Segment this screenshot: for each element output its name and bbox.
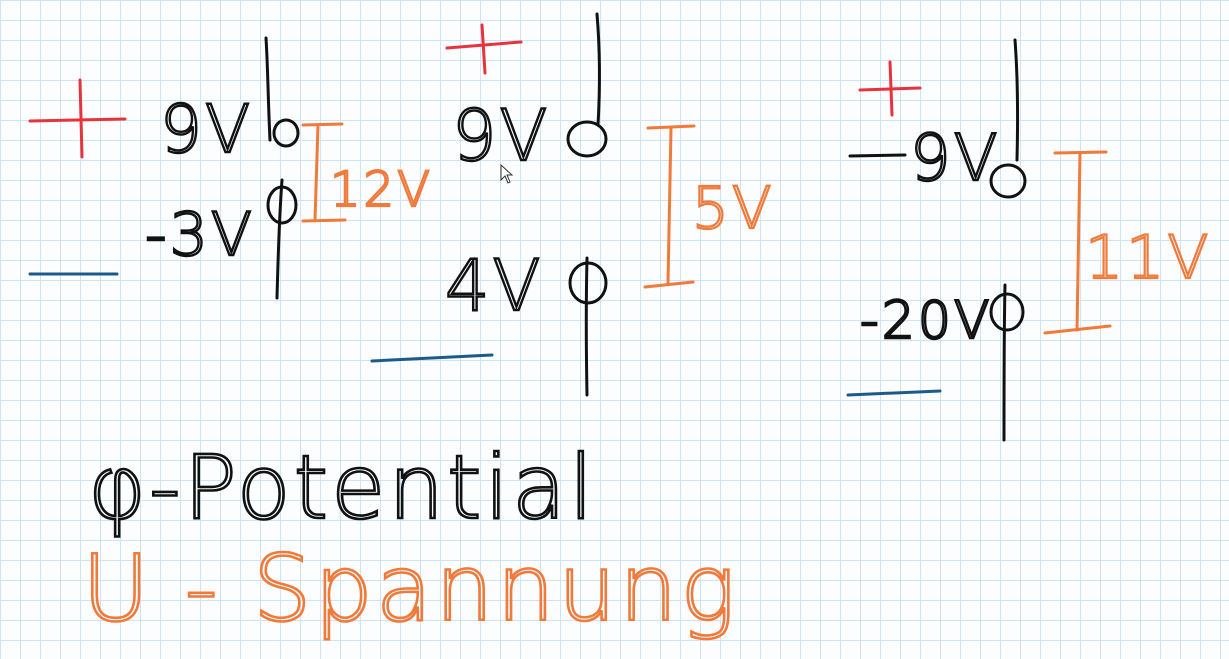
group3-terminal-bottom: [989, 292, 1025, 332]
group2-minus-sign: [370, 353, 494, 363]
group1-terminal-top: [272, 118, 300, 148]
legend-potential: φ-Potential: [88, 436, 596, 539]
group3-top-value: 9V: [910, 122, 1001, 196]
group2-plus-sign: [445, 23, 523, 75]
group1-plus-sign: [28, 78, 127, 159]
group2-terminal-top: [566, 120, 608, 158]
group3-voltage-bracket: [1043, 150, 1112, 335]
group1-voltage-label: 12V: [330, 162, 433, 218]
group3-wire-top: [1013, 38, 1020, 162]
group2-wire-bottom: [584, 256, 589, 397]
mouse-pointer-icon: [500, 164, 514, 184]
group1-top-value: 9V: [160, 91, 253, 168]
group1-wire-top: [264, 36, 272, 142]
group2-voltage-bracket: [643, 124, 696, 289]
legend-spannung: U - Spannung: [82, 535, 739, 642]
group3-voltage-label: 11V: [1085, 223, 1211, 293]
group1-wire-bottom: [275, 178, 284, 300]
group2-wire-top: [595, 12, 601, 127]
group3-terminal-top: [989, 163, 1027, 199]
group3-top-minus-stroke: [848, 153, 907, 158]
group2-voltage-label: 5V: [692, 174, 775, 242]
group3-minus-sign: [846, 389, 942, 397]
group3-wire-bottom: [1002, 283, 1007, 442]
group2-top-value: 9V: [452, 95, 550, 177]
group3-bottom-value: -20V: [860, 291, 993, 351]
group2-bottom-value: 4V: [445, 245, 543, 327]
group3-plus-sign: [858, 60, 922, 117]
group1-voltage-bracket: [301, 122, 347, 223]
group1-bottom-value: -3V: [145, 200, 255, 270]
